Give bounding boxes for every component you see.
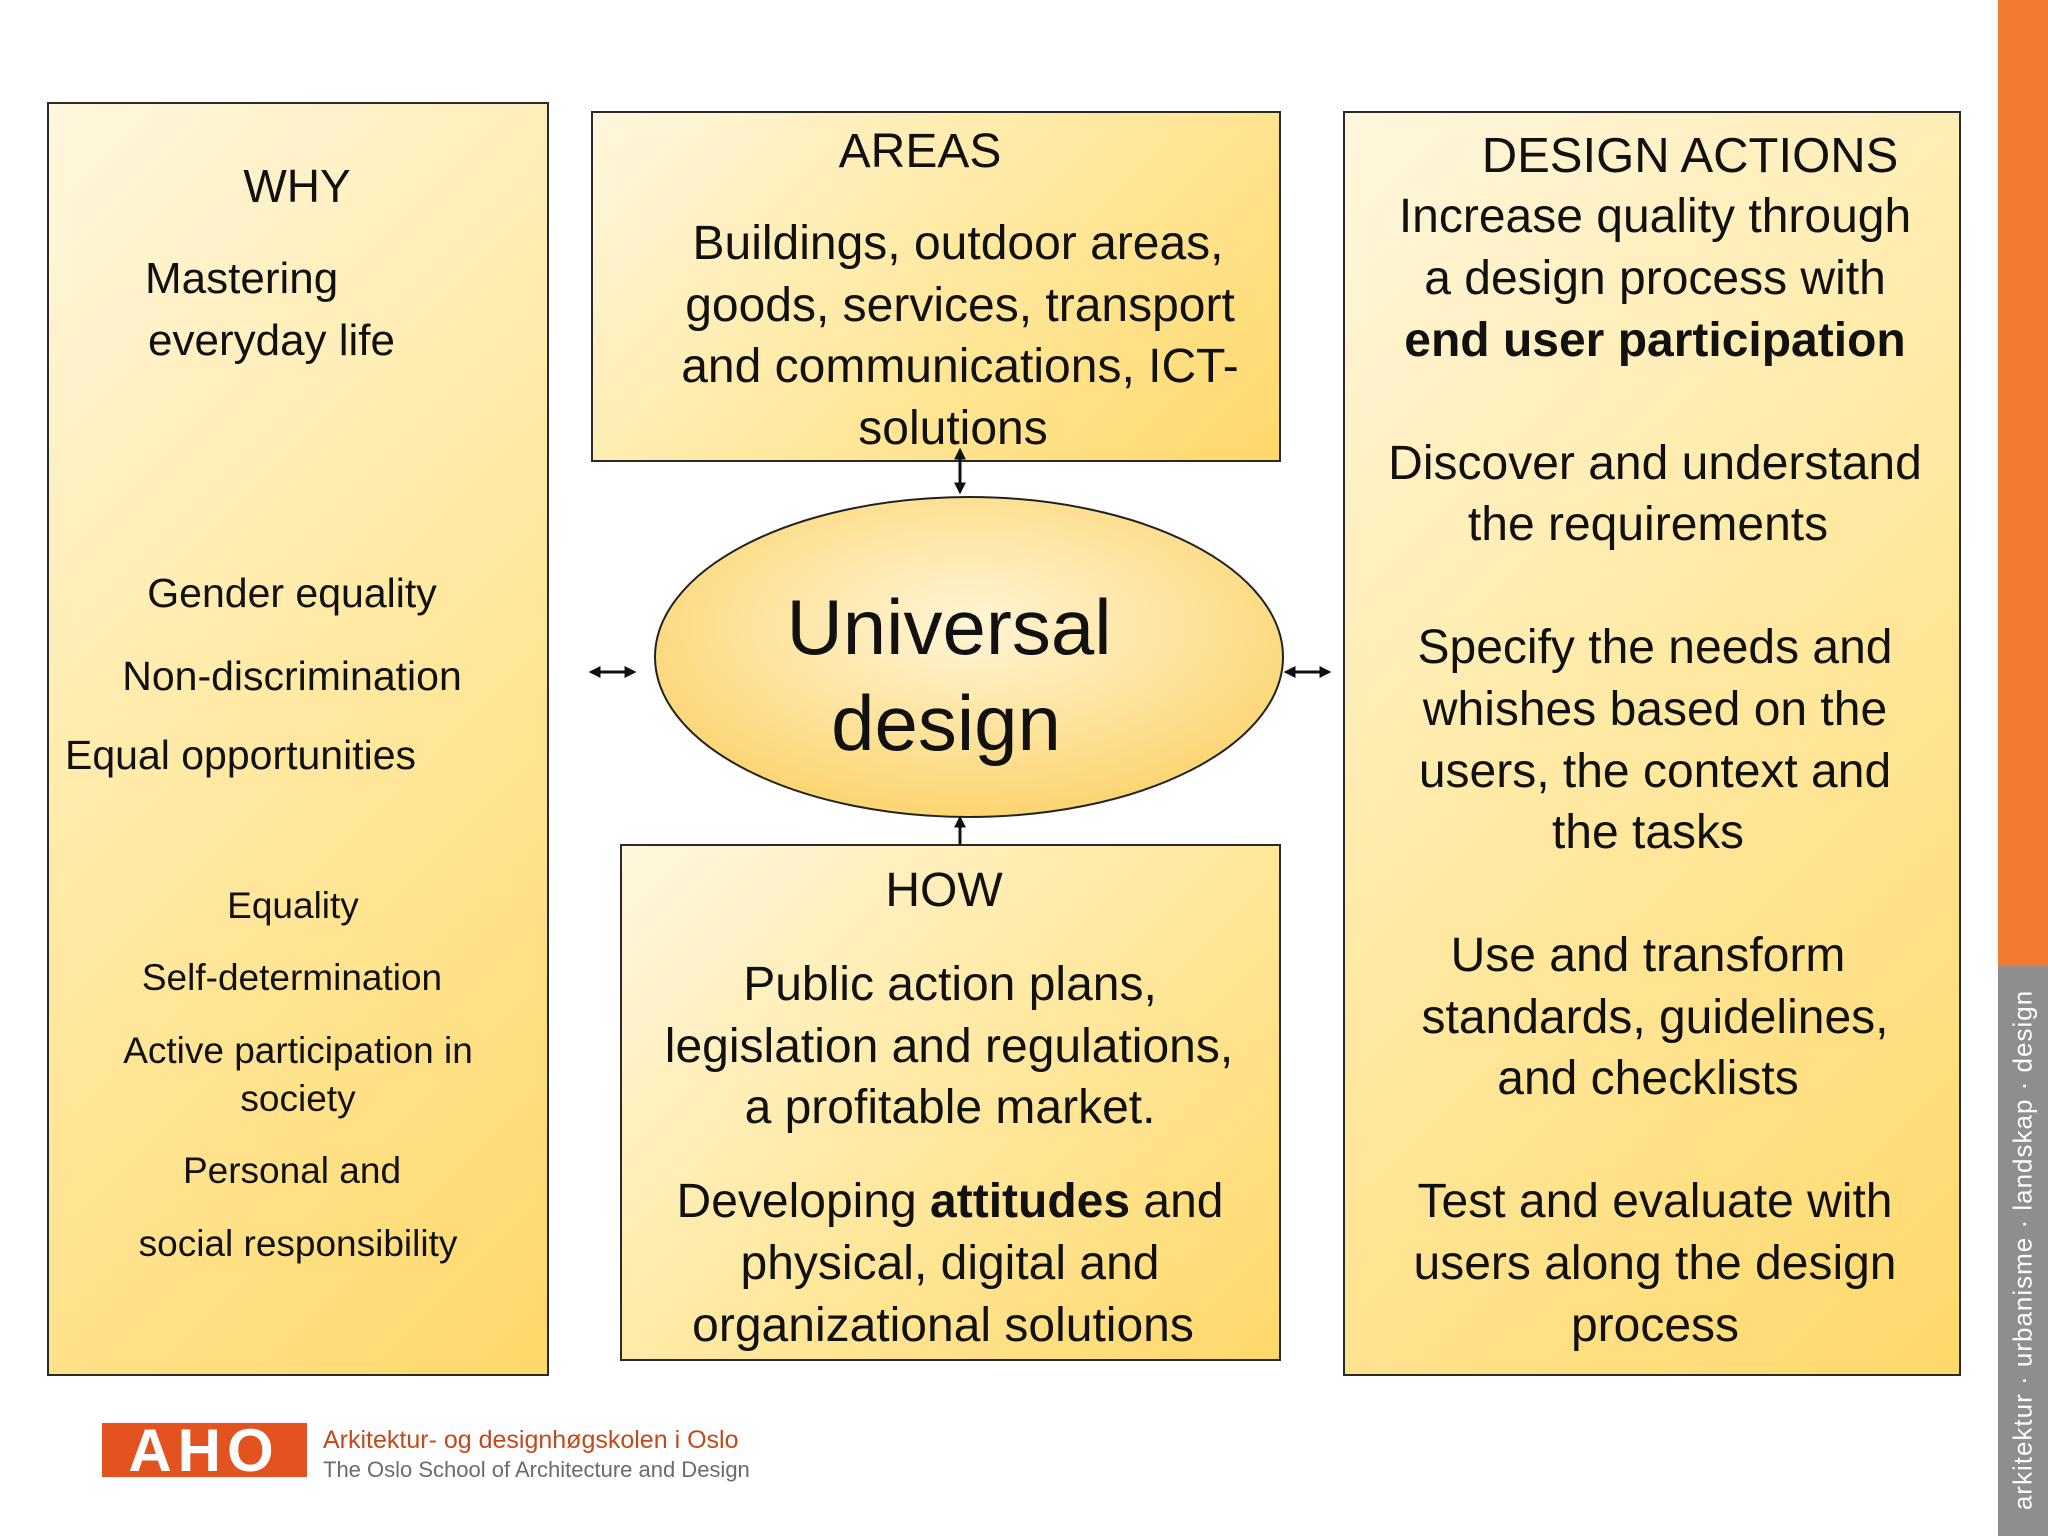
aho-logo-letters: AHO bbox=[128, 1423, 279, 1477]
how-p2-line2: physical, digital and bbox=[740, 1237, 1160, 1290]
school-name-english: The Oslo School of Architecture and Desi… bbox=[323, 1457, 750, 1482]
actions-a5-line1: Test and evaluate with bbox=[1417, 1175, 1893, 1228]
why-personal-line1: Personal and bbox=[182, 1150, 402, 1191]
actions-a2-line2: the requirements bbox=[1467, 498, 1829, 551]
aho-logo: AHO bbox=[102, 1423, 307, 1477]
why-gender-equality: Gender equality bbox=[147, 570, 437, 616]
actions-a1-line1: Increase quality through bbox=[1398, 190, 1912, 243]
side-stripe-gray bbox=[1998, 966, 2048, 1536]
how-p2-post: and bbox=[1130, 1175, 1224, 1228]
how-p1-line3: a profitable market. bbox=[744, 1081, 1156, 1134]
why-personal-line2: social responsibility bbox=[138, 1223, 458, 1264]
why-panel bbox=[47, 102, 549, 1376]
actions-a5-line2: users along the design bbox=[1413, 1237, 1897, 1290]
how-title: HOW bbox=[885, 864, 1003, 917]
actions-a1-line3: end user participation bbox=[1404, 314, 1906, 367]
why-active-participation-line1: Active participation in bbox=[123, 1030, 473, 1071]
school-name-norwegian: Arkitektur- og designhøgskolen i Oslo bbox=[323, 1426, 739, 1454]
center-ellipse bbox=[654, 496, 1284, 818]
side-stripe-orange bbox=[1998, 0, 2048, 966]
why-title: WHY bbox=[243, 160, 351, 212]
how-p2-pre: Developing bbox=[676, 1175, 931, 1228]
actions-a5-line3: process bbox=[1570, 1299, 1740, 1352]
why-equal-opportunities: Equal opportunities bbox=[65, 732, 417, 778]
why-equality: Equality bbox=[227, 885, 359, 926]
actions-a3-line2: whishes based on the bbox=[1422, 683, 1888, 736]
how-panel bbox=[620, 844, 1281, 1361]
why-active-participation-line2: society bbox=[240, 1078, 356, 1119]
center-title-line1: Universal bbox=[786, 583, 1112, 671]
areas-line4: solutions bbox=[858, 402, 1048, 455]
why-mastering-line1: Mastering bbox=[145, 254, 339, 303]
side-stripe bbox=[1998, 0, 2048, 1536]
side-stripe-text: arkitektur · urbanisme · landskap · desi… bbox=[2007, 989, 2038, 1511]
actions-a4-line3: and checklists bbox=[1497, 1052, 1799, 1105]
areas-line2: goods, services, transport bbox=[685, 279, 1235, 332]
actions-a3-line4: the tasks bbox=[1551, 806, 1745, 859]
actions-a4-line1: Use and transform bbox=[1450, 929, 1846, 982]
how-p2-bold: attitudes bbox=[930, 1175, 1131, 1228]
areas-panel bbox=[591, 111, 1281, 462]
how-p1-line1: Public action plans, bbox=[743, 958, 1157, 1011]
actions-title: DESIGN ACTIONS bbox=[1481, 129, 1899, 183]
actions-a3-line1: Specify the needs and bbox=[1417, 621, 1893, 674]
why-mastering-line2: everyday life bbox=[148, 316, 396, 365]
areas-line1: Buildings, outdoor areas, bbox=[692, 217, 1224, 270]
how-p2-line1: Developing attitudes and bbox=[677, 1178, 1224, 1226]
why-self-determination: Self-determination bbox=[141, 957, 443, 998]
actions-a1-line2: a design process with bbox=[1424, 252, 1886, 305]
areas-line3: and communications, ICT- bbox=[681, 340, 1239, 393]
actions-a4-line2: standards, guidelines, bbox=[1421, 991, 1889, 1044]
how-p2-line3: organizational solutions bbox=[692, 1299, 1194, 1352]
actions-a3-line3: users, the context and bbox=[1418, 745, 1892, 798]
why-non-discrimination: Non-discrimination bbox=[122, 653, 462, 699]
center-title-line2: design bbox=[831, 679, 1061, 767]
design-actions-panel bbox=[1343, 111, 1961, 1376]
areas-title: AREAS bbox=[838, 125, 1002, 178]
actions-a2-line1: Discover and understand bbox=[1388, 437, 1922, 490]
how-p1-line2: legislation and regulations, bbox=[664, 1020, 1234, 1073]
